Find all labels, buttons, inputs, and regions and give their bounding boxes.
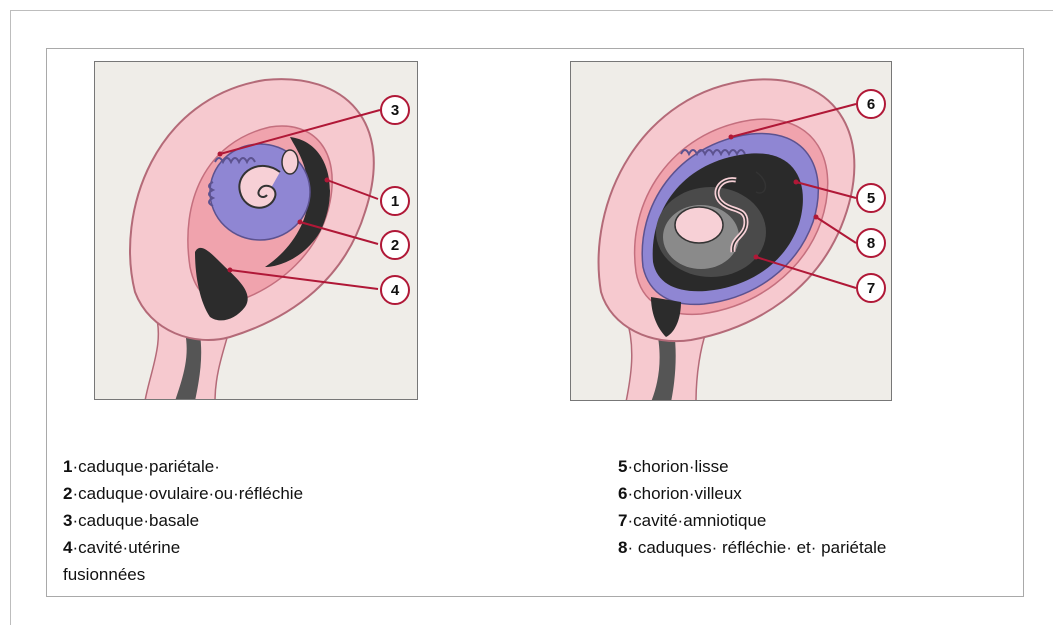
- legend-text: ·chorion·villeux: [627, 484, 741, 503]
- callout-3: 3: [381, 96, 409, 124]
- callout-2: 2: [381, 231, 409, 259]
- legend-item-2: 2·caduque·ovulaire·ou·réfléchie: [63, 480, 303, 507]
- legend-item-1: 1·caduque·pariétale·: [63, 453, 303, 480]
- svg-text:3: 3: [391, 102, 399, 119]
- legend-text: ·caduque·ovulaire·ou·réfléchie: [72, 484, 303, 503]
- legend-text: ·cavité·utérine: [72, 538, 180, 557]
- legend-right: 5·chorion·lisse 6·chorion·villeux 7·cavi…: [618, 453, 886, 561]
- callout-5: 5: [857, 184, 885, 212]
- legend-text: ·chorion·lisse: [627, 457, 728, 476]
- callout-6: 6: [857, 90, 885, 118]
- later-pregnancy-illustration: 6 5 8 7: [571, 62, 892, 401]
- legend-item-3: 3·caduque·basale: [63, 507, 303, 534]
- callout-4: 4: [381, 276, 409, 304]
- legend-text: ·cavité·amniotique: [627, 511, 766, 530]
- svg-text:7: 7: [867, 280, 875, 297]
- legend-left: 1·caduque·pariétale· 2·caduque·ovulaire·…: [63, 453, 303, 588]
- legend-item-4: 4·cavité·utérine: [63, 534, 303, 561]
- svg-text:2: 2: [391, 237, 399, 254]
- svg-text:5: 5: [867, 190, 875, 207]
- diagram-later-pregnancy: 6 5 8 7: [570, 61, 892, 401]
- early-pregnancy-illustration: 3 1 2 4: [95, 62, 418, 400]
- legend-item-continuation: fusionnées: [63, 561, 303, 588]
- legend-item-5: 5·chorion·lisse: [618, 453, 886, 480]
- callout-8: 8: [857, 229, 885, 257]
- legend-item-8: 8· caduques· réfléchie· et· pariétale: [618, 534, 886, 561]
- legend-text: fusionnées: [63, 565, 145, 584]
- legend-item-6: 6·chorion·villeux: [618, 480, 886, 507]
- callout-7: 7: [857, 274, 885, 302]
- svg-text:6: 6: [867, 96, 875, 113]
- legend-text: ·caduque·basale: [72, 511, 199, 530]
- diagram-early-pregnancy: 3 1 2 4: [94, 61, 418, 400]
- legend-text: · caduques· réfléchie· et· pariétale: [627, 538, 886, 557]
- svg-text:8: 8: [867, 235, 875, 252]
- legend-item-7: 7·cavité·amniotique: [618, 507, 886, 534]
- svg-text:1: 1: [391, 193, 399, 210]
- callout-1: 1: [381, 187, 409, 215]
- legend-text: ·caduque·pariétale·: [72, 457, 219, 476]
- svg-text:4: 4: [391, 282, 400, 299]
